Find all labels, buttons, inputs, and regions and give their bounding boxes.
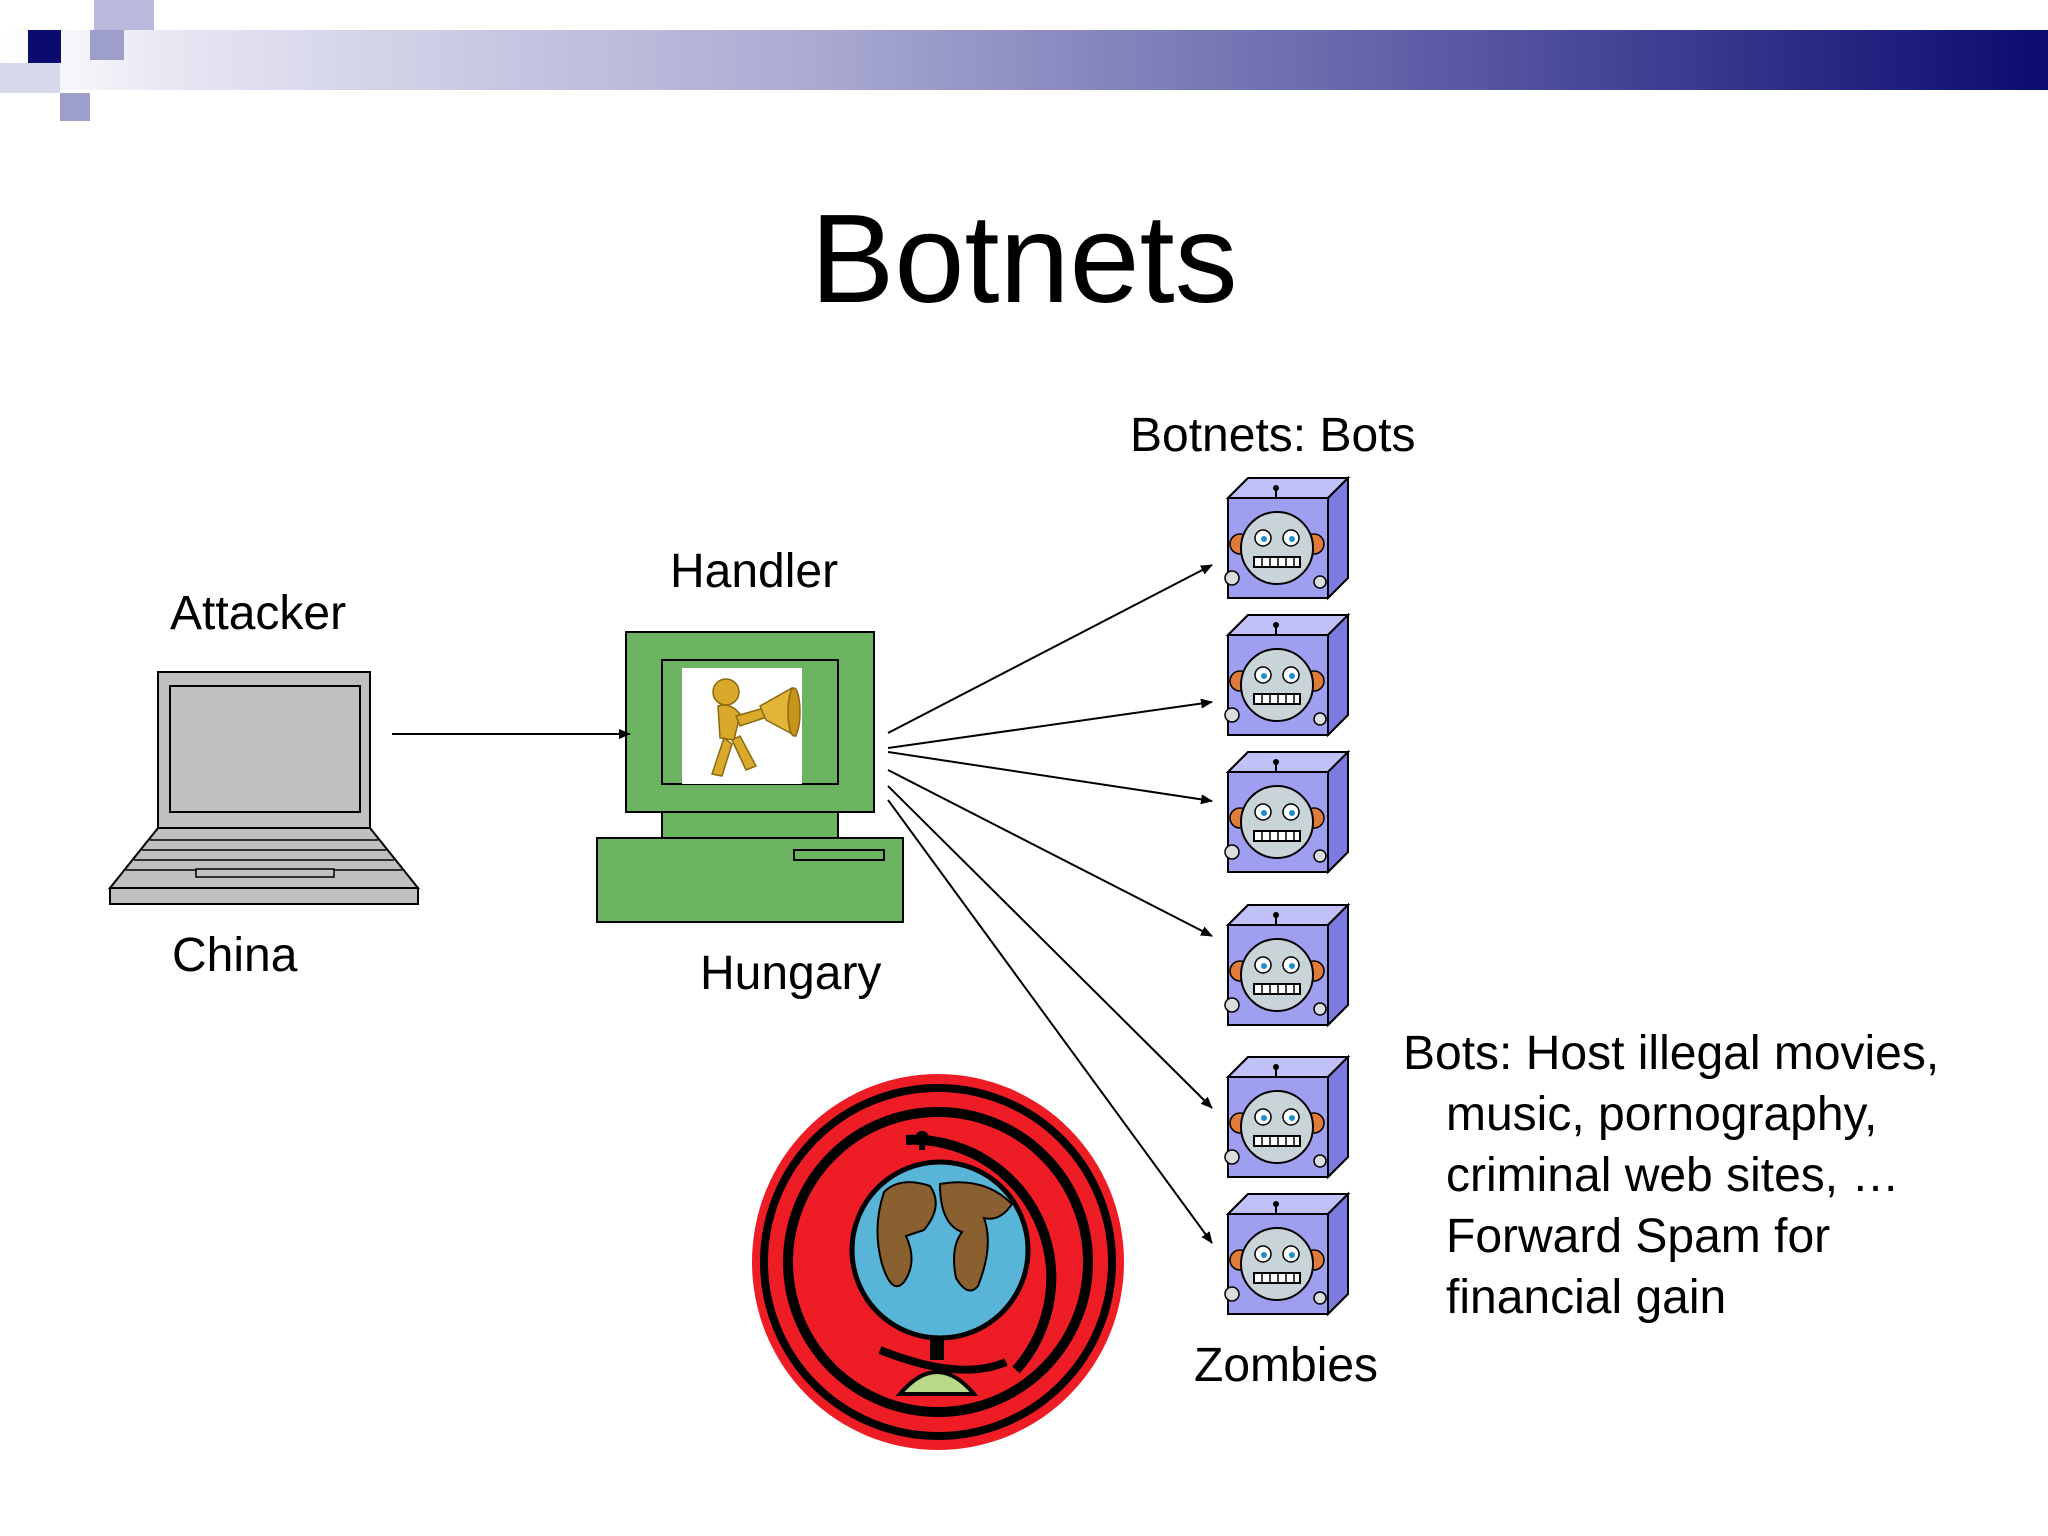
slide-title: Botnets (810, 188, 1238, 329)
handler-location-label: Hungary (700, 947, 882, 1000)
desktop-computer-icon (596, 631, 904, 923)
megaphone-figure-icon (682, 668, 802, 784)
header-square-mid (90, 30, 124, 60)
bots-description-line: music, pornography, (1446, 1088, 1878, 1141)
bots-description-line: Bots: Host illegal movies, (1403, 1027, 1940, 1080)
header-gradient-bar (0, 30, 2048, 90)
header-square-dark (28, 30, 61, 63)
bots-description-line: criminal web sites, … (1446, 1149, 1900, 1202)
laptop-icon (107, 671, 421, 905)
bot-robot-icon (1224, 1056, 1349, 1178)
globe-icon (752, 1074, 1124, 1450)
handler-label: Handler (670, 545, 839, 598)
bot-robot-icon (1224, 614, 1349, 736)
bots-description-line: financial gain (1446, 1271, 1727, 1324)
zombies-label: Zombies (1194, 1339, 1379, 1392)
bot-robot-icon (1224, 751, 1349, 873)
handler-to-bots-arrows (887, 564, 1213, 1244)
bots-description-line: Forward Spam for (1446, 1210, 1831, 1263)
header-square-small (60, 93, 90, 121)
bot-robot-icon (1224, 904, 1349, 1026)
header-square-light (94, 0, 154, 30)
bot-robot-icon (1224, 477, 1349, 599)
attacker-location-label: China (172, 929, 298, 982)
attacker-label: Attacker (170, 587, 347, 640)
bots-section-label: Botnets: Bots (1130, 409, 1416, 462)
header-square-pale (0, 63, 60, 93)
bot-robot-icon (1224, 1193, 1349, 1315)
